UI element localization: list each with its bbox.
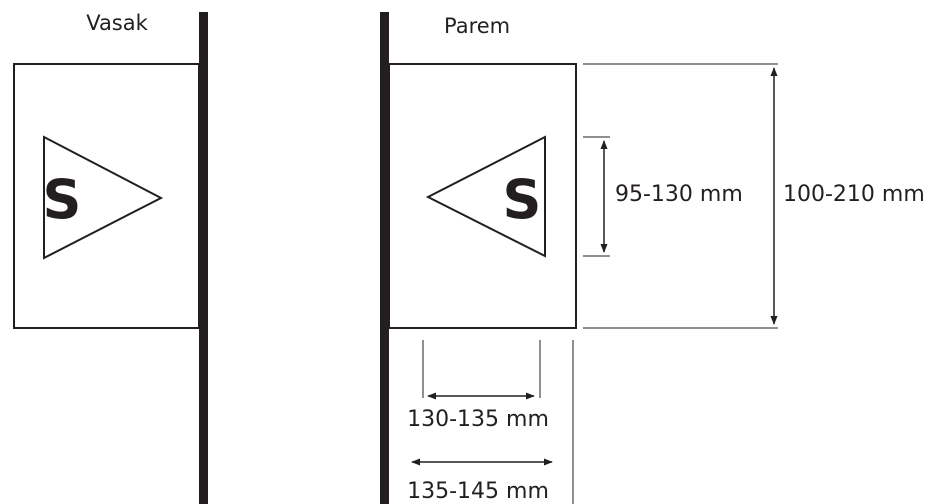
triangle-pointing-right-icon bbox=[43, 135, 164, 260]
right-sign-letter: S bbox=[503, 168, 542, 231]
plate-height-dimension: 100-210 mm bbox=[583, 63, 925, 329]
triangle-width-dimension: 130-135 mm bbox=[407, 340, 549, 432]
triangle-width-label: 130-135 mm bbox=[407, 407, 549, 432]
triangle-height-label: 95-130 mm bbox=[615, 182, 743, 207]
left-sign-letter: S bbox=[43, 168, 82, 231]
left-side-label: Vasak bbox=[86, 11, 148, 35]
plate-width-dimension: 135-145 mm bbox=[407, 340, 574, 504]
plate-width-label: 135-145 mm bbox=[407, 479, 549, 504]
left-post bbox=[199, 12, 208, 504]
right-side-label: Parem bbox=[444, 14, 510, 38]
right-assembly: S Parem bbox=[380, 12, 577, 504]
right-sign-plate bbox=[388, 63, 577, 329]
triangle-pointing-left-icon bbox=[425, 135, 546, 258]
plate-height-label: 100-210 mm bbox=[783, 182, 925, 207]
left-sign-plate bbox=[13, 63, 200, 329]
triangle-height-dimension: 95-130 mm bbox=[583, 136, 743, 257]
right-post bbox=[380, 12, 389, 504]
left-assembly: S Vasak bbox=[13, 11, 208, 504]
